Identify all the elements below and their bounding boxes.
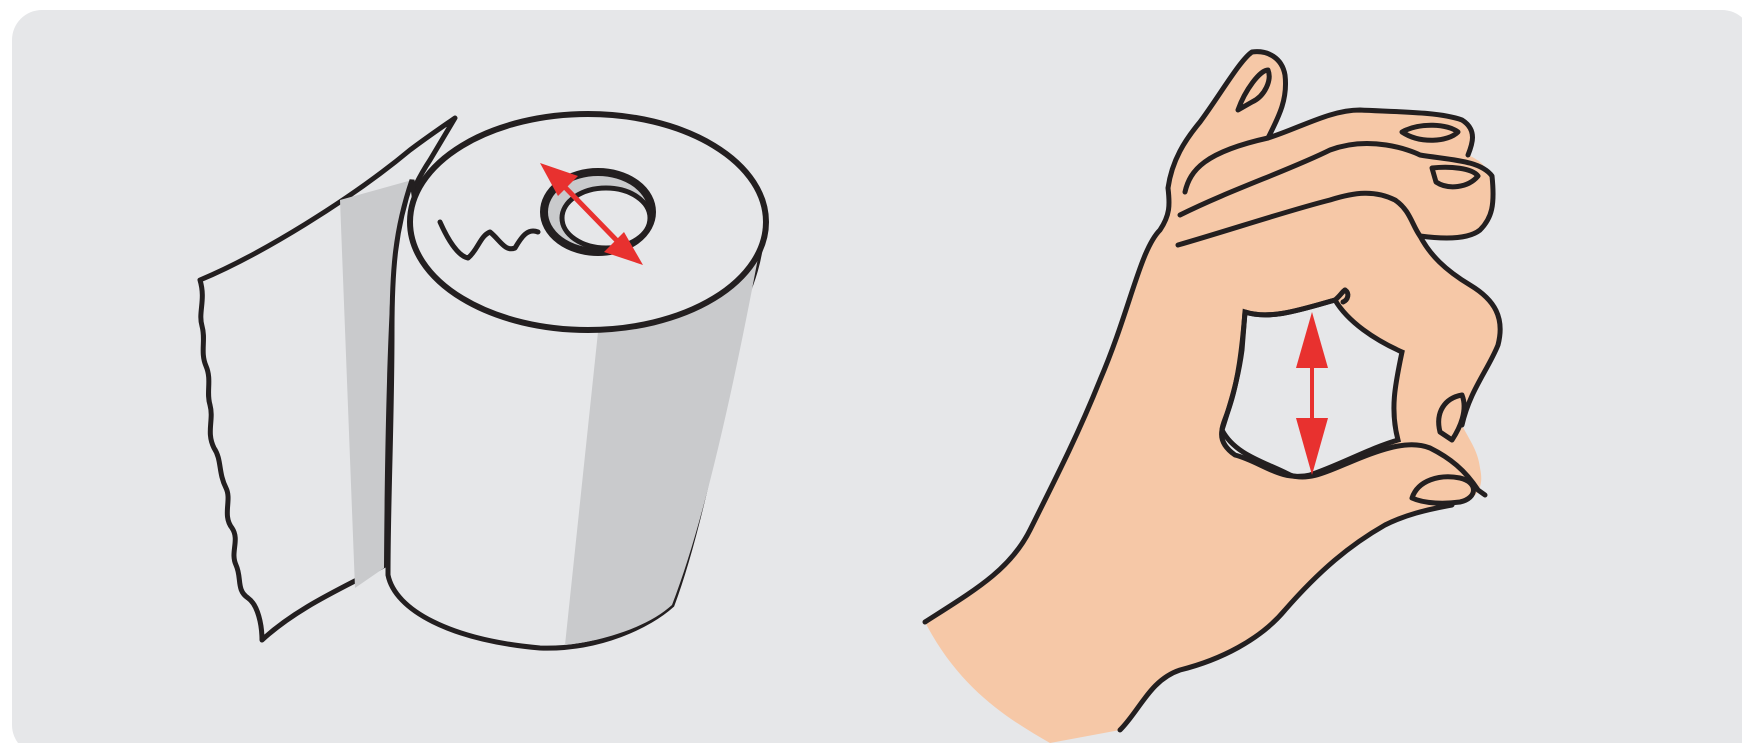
toilet-paper-roll-icon [200, 114, 766, 648]
hand-ok-sign-icon [925, 52, 1500, 743]
